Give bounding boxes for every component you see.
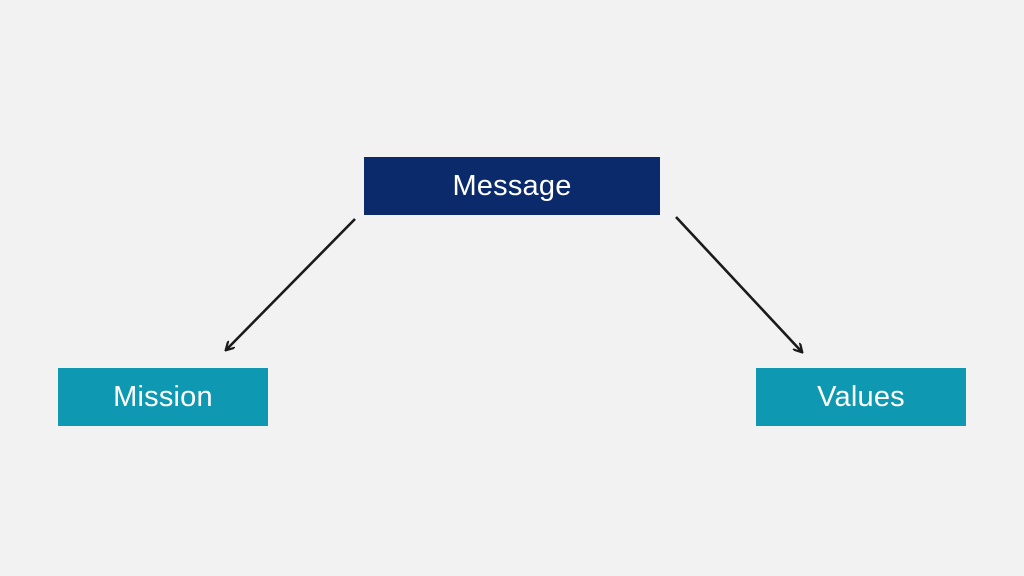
arrow-message-to-values	[675, 216, 801, 351]
arrow-message-to-mission	[227, 218, 356, 349]
values-node: Values	[756, 368, 966, 426]
mission-node: Mission	[58, 368, 268, 426]
message-node: Message	[364, 157, 660, 215]
